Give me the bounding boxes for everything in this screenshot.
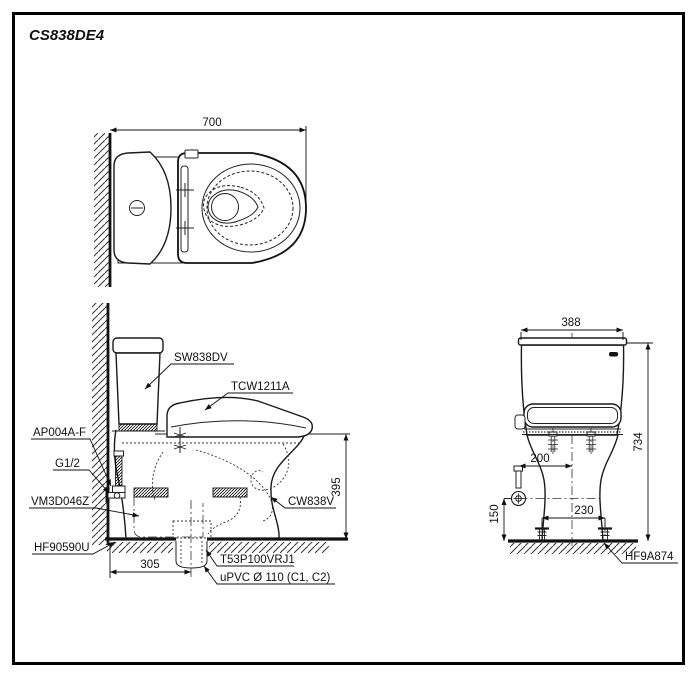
tank-gasket — [118, 423, 158, 432]
leader-bowl — [270, 496, 336, 509]
leader-pipe — [203, 565, 335, 585]
joint-hidden-outline — [172, 520, 212, 539]
trap-hidden-curve — [195, 449, 273, 522]
leader-supply — [31, 438, 112, 487]
washlet-seat — [166, 396, 313, 438]
pedestal-right-profile — [599, 434, 619, 542]
bowl-rim — [201, 163, 301, 253]
dim-front-width: 388 — [561, 317, 580, 329]
floor-fixing-label: HF90590U — [34, 542, 90, 554]
side-view: 395 305 SW838DV TCW1211A CW838V AP004A-F… — [29, 303, 350, 585]
leader-tank — [144, 363, 234, 390]
dim-top-width: 700 — [202, 117, 221, 129]
thread-size-label: G1/2 — [55, 458, 80, 470]
bowl-front-profile — [270, 433, 306, 540]
supply-joint — [113, 492, 121, 499]
bolt-threads — [548, 436, 558, 452]
seat-lid-outline — [177, 152, 307, 264]
drain-pipe-label: uPVC Ø 110 (C1, C2) — [220, 572, 331, 584]
leader-joint — [205, 549, 294, 567]
model-title: CS838DE4 — [29, 27, 105, 44]
leader-washlet — [204, 392, 293, 411]
deodorizer-vent — [184, 149, 199, 159]
floor-hatch — [510, 543, 636, 554]
supply-riser — [115, 455, 123, 487]
water-area-hidden — [203, 185, 265, 227]
dim-supply-height: 150 — [489, 504, 501, 523]
drain-joint-label: T53P100VRJ1 — [220, 554, 295, 566]
pedestal-left-profile — [526, 434, 546, 542]
dim-total-height: 734 — [633, 432, 645, 452]
tank-lid — [112, 337, 164, 354]
water-area — [207, 189, 259, 224]
front-view: 388 734 200 150 230 HF9A874 — [489, 317, 678, 564]
trap-hole — [211, 193, 239, 221]
bolt-shank — [600, 529, 610, 540]
leader-thread — [53, 469, 110, 494]
leader-fixing — [32, 541, 116, 555]
side-tab — [514, 414, 526, 430]
floor-bolt-label: HF9A874 — [625, 551, 674, 563]
tank-lid — [517, 337, 628, 346]
fitting-label: VM3D046Z — [31, 496, 89, 508]
flange-bar-right — [212, 487, 248, 498]
dim-supply-offset: 200 — [530, 453, 549, 465]
dim-rim-height: 395 — [331, 477, 343, 496]
floor-hatch — [209, 542, 329, 553]
tank-label: SW838DV — [174, 352, 228, 364]
bowl-label: CW838V — [288, 496, 334, 508]
outlet-hidden-curve — [207, 496, 241, 535]
floor-hatch — [107, 542, 173, 553]
seat-front-inner — [527, 407, 618, 424]
bowl-cavity-curve — [151, 451, 164, 501]
leader-floor-bolt — [603, 542, 678, 564]
seat-bolt-threads — [173, 432, 187, 450]
leader-fitting — [29, 507, 140, 518]
bowl-inner-hidden — [206, 170, 294, 246]
valve-stem — [515, 470, 522, 489]
flange-bar-left — [133, 487, 169, 498]
washlet-label: TCW1211A — [231, 381, 290, 393]
top-view: 700 — [94, 117, 307, 287]
riser-cap — [113, 450, 124, 457]
supply-valve-label: AP004A-F — [33, 427, 86, 439]
supply-nut — [112, 485, 126, 493]
bolt-threads — [586, 436, 596, 452]
dim-bolt-spacing: 230 — [574, 505, 593, 517]
sheet-border — [12, 12, 685, 665]
valve-cap — [513, 465, 523, 472]
bolt-shank — [537, 529, 547, 540]
wall-hatch — [92, 303, 108, 545]
hinge-strip — [180, 165, 189, 253]
trapway-centerline-box — [133, 497, 204, 538]
dim-rough-in: 305 — [140, 559, 159, 571]
sensor-button-icon — [609, 352, 618, 357]
tank-body — [115, 352, 161, 425]
wall-hatch — [94, 133, 110, 287]
trap-hook-curve — [250, 443, 290, 491]
drain-pipe — [175, 541, 208, 569]
seat-seam — [170, 420, 307, 429]
